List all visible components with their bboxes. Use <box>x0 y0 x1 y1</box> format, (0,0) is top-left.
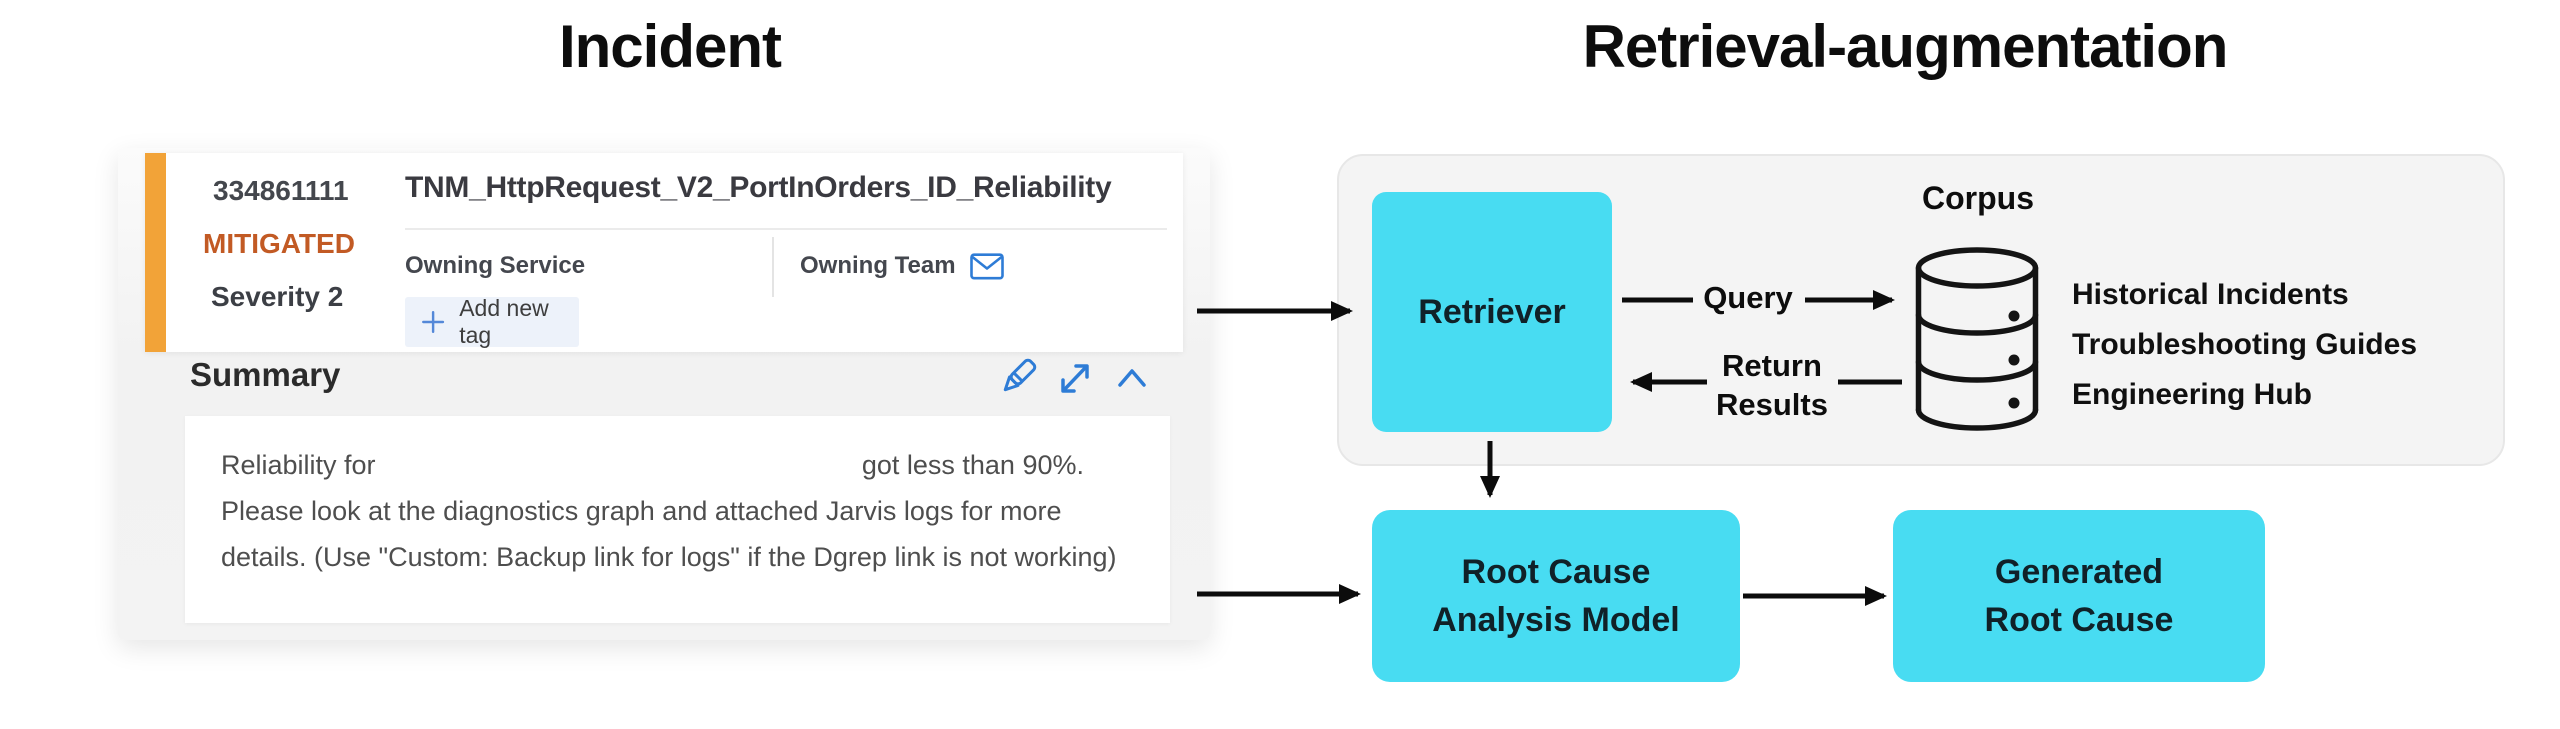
incident-status-badge: MITIGATED <box>203 228 355 259</box>
incident-card: 334861111 MITIGATED Severity 2 TNM_HttpR… <box>145 153 1183 352</box>
incident-title: TNM_HttpRequest_V2_PortInOrders_ID_Relia… <box>405 171 1112 204</box>
summary-line-2: Please look at the diagnostics graph and… <box>221 496 1062 526</box>
owning-team-label: Owning Team <box>800 252 956 279</box>
database-icon <box>1915 247 2039 431</box>
summary-line-3: details. (Use "Custom: Backup link for l… <box>221 542 1117 572</box>
add-new-tag-button[interactable]: Add new tag <box>405 295 579 348</box>
return-results-label: Return Results <box>1716 348 1828 422</box>
corpus-item: Historical Incidents <box>2072 278 2349 311</box>
summary-line-1-left: Reliability for <box>221 450 376 480</box>
query-label: Query <box>1703 280 1793 315</box>
incident-severity: Severity 2 <box>211 281 344 312</box>
corpus-item: Troubleshooting Guides <box>2072 328 2417 361</box>
summary-line-1-right: got less than 90%. <box>861 450 1084 480</box>
summary-toolbar <box>998 354 1152 400</box>
edit-pencil-icon[interactable] <box>998 354 1038 400</box>
mail-icon[interactable] <box>969 252 1004 280</box>
generated-root-cause-box: Generated Root Cause <box>1893 510 2265 682</box>
expand-diagonal-arrows-icon[interactable] <box>1055 354 1095 400</box>
owning-service-label: Owning Service <box>405 252 586 279</box>
retriever-box: Retriever <box>1372 192 1612 432</box>
horizontal-divider <box>405 228 1167 230</box>
root-cause-analysis-model-box: Root Cause Analysis Model <box>1372 510 1740 682</box>
summary-line-1: Reliability for got less than 90%. <box>221 442 1140 488</box>
page-title-incident: Incident <box>558 13 782 80</box>
corpus-label: Corpus <box>1922 180 2034 216</box>
owning-team-field: Owning Team <box>800 252 1004 280</box>
summary-body: Reliability for got less than 90%. Pleas… <box>185 416 1170 623</box>
corpus-list: Historical Incidents Troubleshooting Gui… <box>2072 270 2417 420</box>
plus-icon <box>422 310 445 334</box>
vertical-divider <box>772 237 774 297</box>
summary-heading: Summary <box>190 356 341 393</box>
page-title-retrieval-augmentation: Retrieval-augmentation <box>1582 13 2229 80</box>
add-new-tag-label: Add new tag <box>459 295 549 348</box>
collapse-chevron-up-icon[interactable] <box>1112 354 1152 400</box>
retriever-label: Retriever <box>1418 292 1566 331</box>
corpus-item: Engineering Hub <box>2072 378 2312 411</box>
incident-id: 334861111 <box>213 175 349 206</box>
severity-color-bar <box>145 153 166 352</box>
